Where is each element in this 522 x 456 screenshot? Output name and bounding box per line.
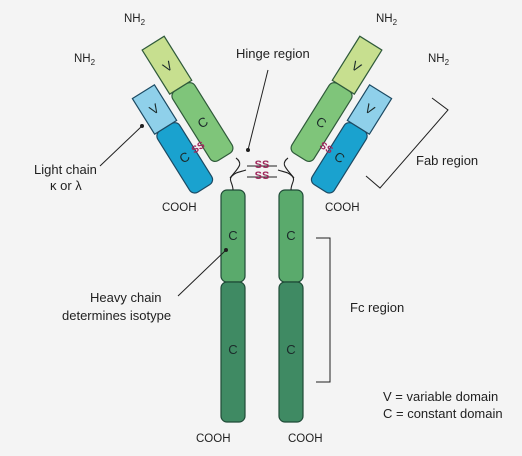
cooh-left-light: COOH [162,202,197,214]
fab-region-bracket [365,97,449,189]
right-ch3-domain [278,281,304,423]
nh2-right-heavy: NH2 [376,13,398,27]
left-ch2-label: C [228,228,237,243]
light-chain-leader-line [99,124,144,167]
right-fab-arm: C V C V [290,35,393,194]
hinge-disulfide-1: SS [255,159,270,171]
fc-region-bracket [316,237,331,383]
left-vl-domain [131,83,178,136]
hinge-right-loop [277,169,295,191]
left-fab-arm: C V C V [131,35,234,194]
nh2-left-light: NH2 [74,53,96,67]
n-terminus-labels: NH2 NH2 NH2 NH2 [74,13,450,67]
light-chain-label-line2: κ or λ [50,178,82,193]
cooh-right-light: COOH [325,202,360,214]
right-vh-domain [331,35,383,95]
right-vl-domain [346,83,393,136]
hinge-right-link [283,157,295,179]
fc-right-heavy-chain: C C [278,189,304,423]
legend-constant: C = constant domain [383,406,503,421]
right-ch3-label: C [286,342,295,357]
heavy-chain-label-line1: Heavy chain [90,290,162,305]
cooh-left-heavy: COOH [196,433,231,445]
left-ch3-domain [220,281,246,423]
left-ch3-label: C [228,342,237,357]
hinge-region-label: Hinge region [236,46,310,61]
hinge-left-loop [229,169,247,191]
legend-variable: V = variable domain [383,389,498,404]
hinge-left-link [229,157,241,179]
heavy-chain-leader-line [177,248,228,297]
cooh-right-heavy: COOH [288,433,323,445]
fab-region-label: Fab region [416,153,478,168]
hinge-disulfide-2: SS [255,170,270,182]
hinge-leader-line [246,69,269,152]
fc-left-heavy-chain: C C [220,189,246,423]
heavy-chain-label-line2: determines isotype [62,308,171,323]
nh2-right-light: NH2 [428,53,450,67]
nh2-left-heavy: NH2 [124,13,146,27]
fc-region-label: Fc region [350,300,404,315]
light-chain-label-line1: Light chain [34,162,97,177]
right-ch2-label: C [286,228,295,243]
hinge-loops [229,157,295,191]
left-vh-domain [141,35,193,95]
